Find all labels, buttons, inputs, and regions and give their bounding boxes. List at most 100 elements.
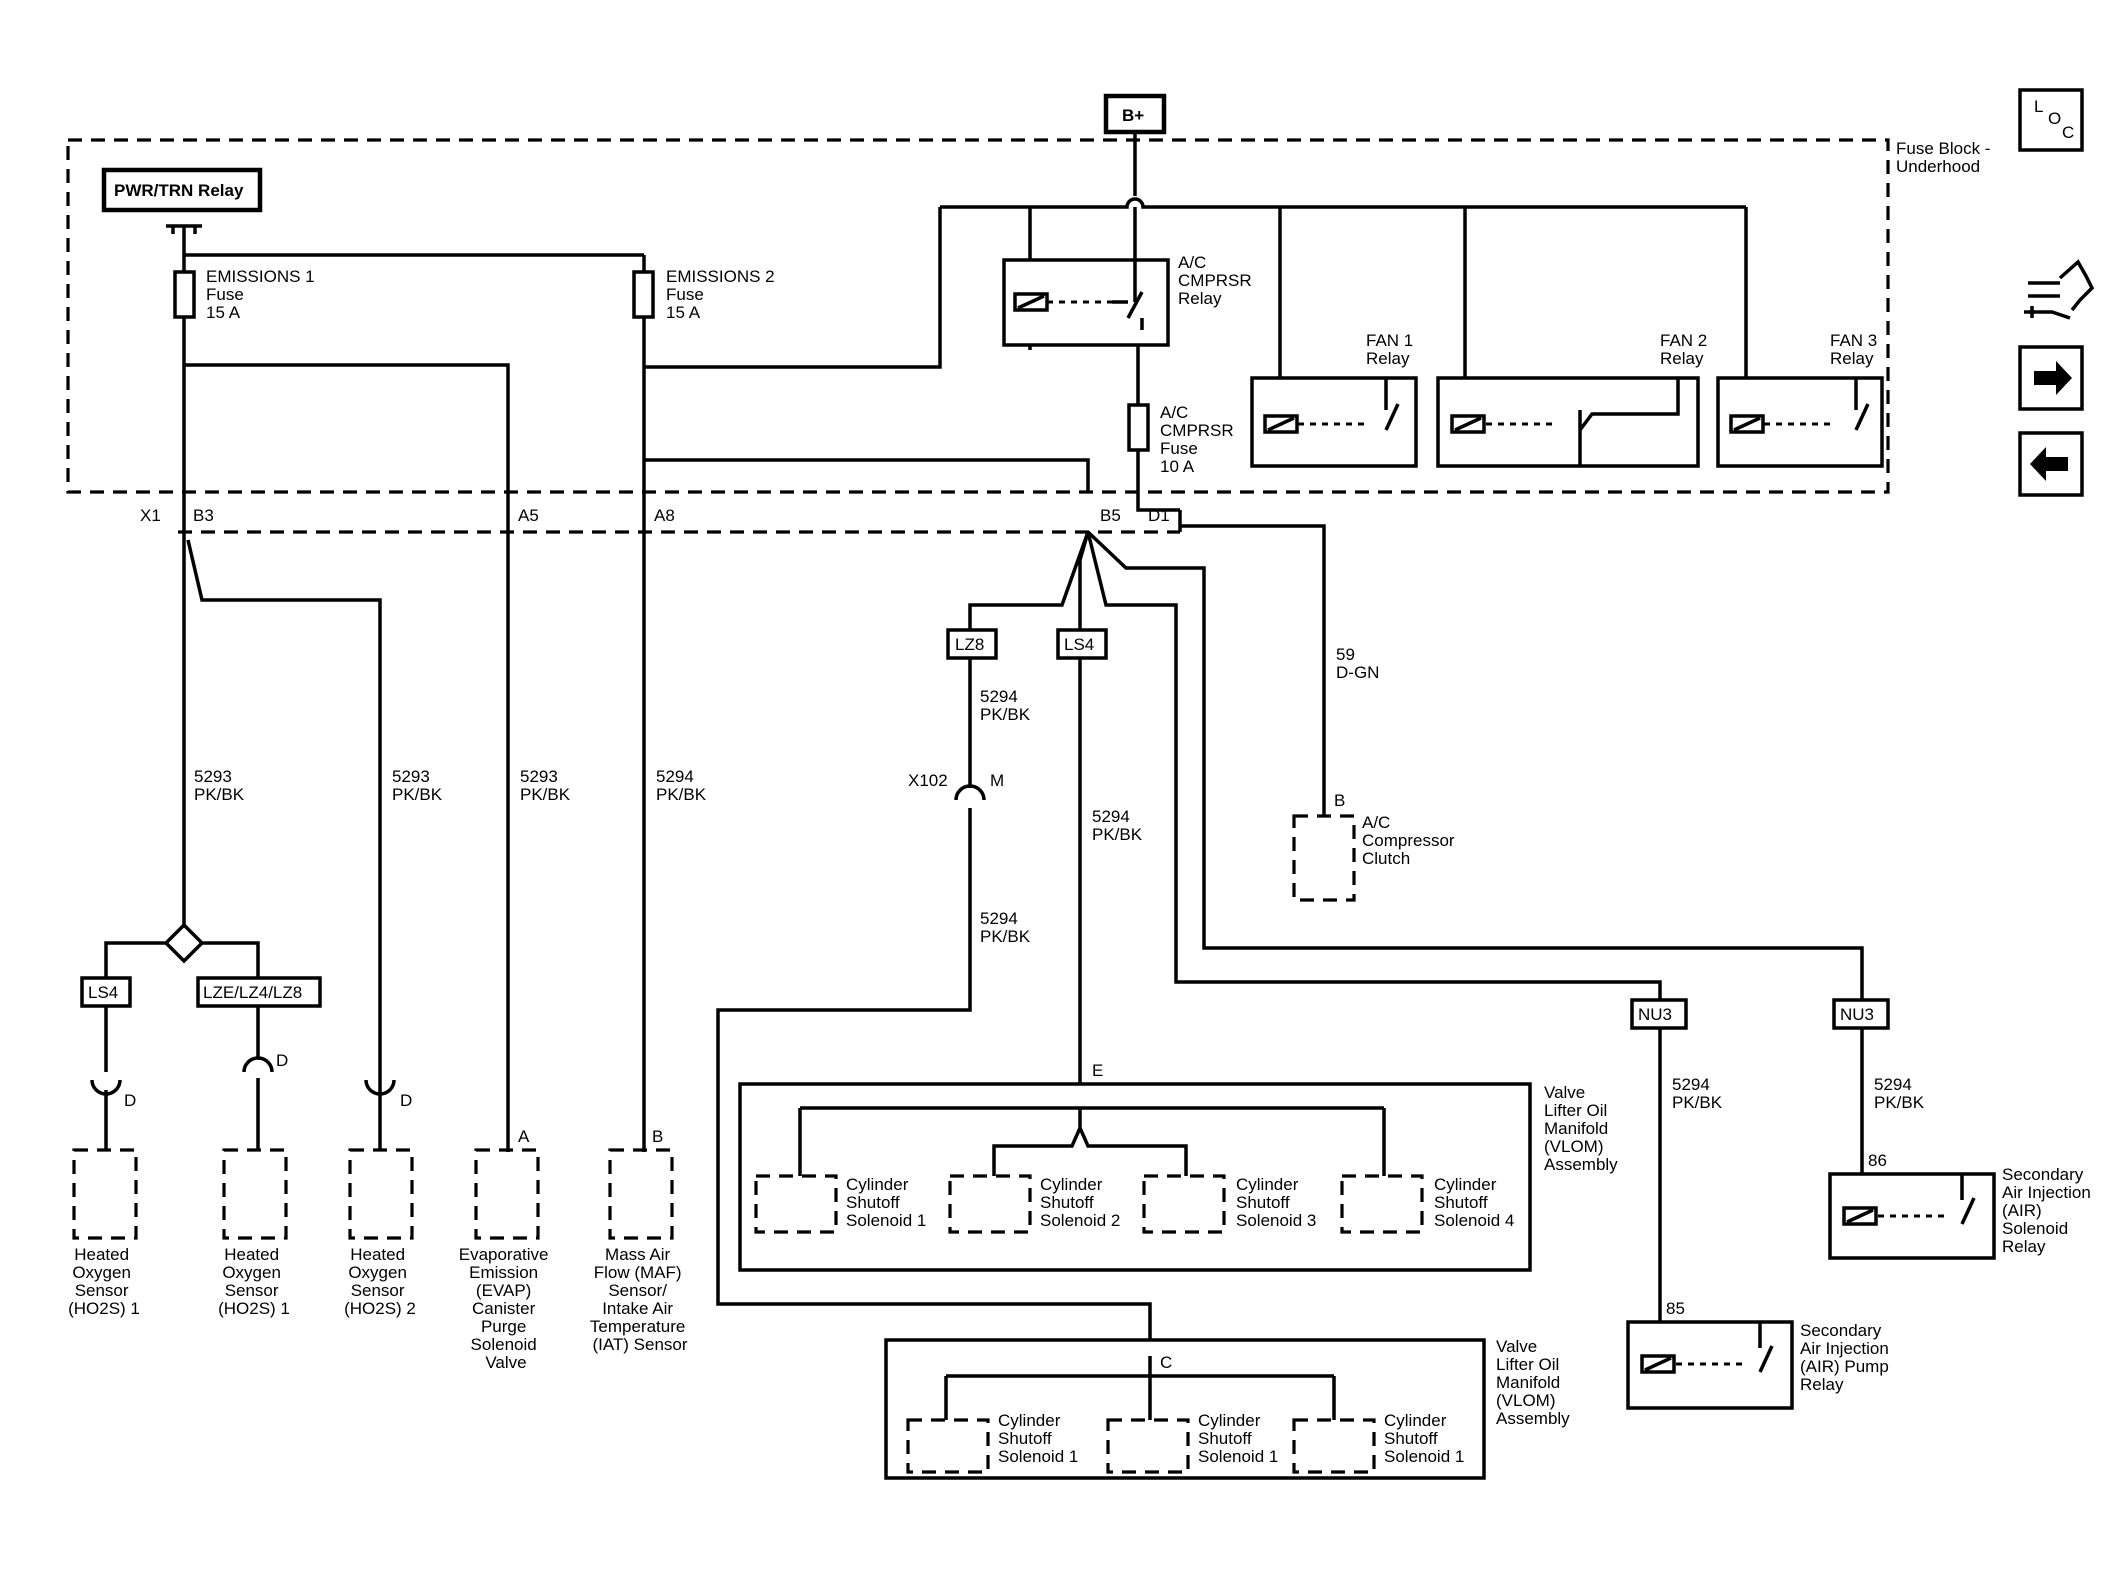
d1-label: D1 (1148, 506, 1170, 525)
ho2s-wires (104, 1006, 382, 1150)
air-pump-relay-label: Secondary Air Injection (AIR) Pump Relay (1800, 1321, 1894, 1394)
b3-wire-ho2s2 (186, 539, 382, 1090)
relay-terminal (166, 224, 202, 255)
vlom-lz8-internal-wires (944, 1356, 1336, 1420)
evap-solenoid (474, 1148, 540, 1240)
fan-relay-feed-wires (1278, 207, 1748, 378)
b5-to-nu3-solenoid-wire (1086, 530, 1864, 1000)
fuse-block-label: Fuse Block - Underhood (1896, 139, 1995, 176)
lz8-option-tag: LZ8 (946, 628, 998, 660)
svg-text:LZE/LZ4/LZ8: LZE/LZ4/LZ8 (203, 983, 302, 1002)
option-split-wires (104, 941, 260, 978)
top-power-bus (940, 197, 1746, 209)
svg-text:LS4: LS4 (1064, 635, 1094, 654)
air-solenoid-relay (1828, 1172, 1996, 1260)
fan-3-relay-label: FAN 3 Relay (1830, 331, 1882, 368)
emissions-2-fuse (632, 270, 655, 319)
fan-3-relay (1716, 376, 1884, 468)
vlom-ls4-internal-wires (798, 1106, 1386, 1176)
ho2s1-lze-connector-d (242, 1056, 274, 1073)
emissions-1-fuse-label: EMISSIONS 1 Fuse 15 A (206, 267, 319, 322)
ho2s1-ls4-label: Heated Oxygen Sensor (HO2S) 1 (68, 1245, 140, 1318)
cylinder-shutoff-solenoid-3 (1142, 1174, 1226, 1234)
vlom-ls4-label: Valve Lifter Oil Manifold (VLOM) Assembl… (1544, 1083, 1618, 1174)
ho2s1-lze-label: Heated Oxygen Sensor (HO2S) 1 (218, 1245, 290, 1318)
emissions-2-fuse-label: EMISSIONS 2 Fuse 15 A (666, 267, 779, 322)
ls4-option-tag-vlom: LS4 (1056, 628, 1108, 660)
fan-1-relay-label: FAN 1 Relay (1366, 331, 1418, 368)
cylinder-shutoff-solenoid-4 (1340, 1174, 1424, 1234)
b5-to-lz8-wire (968, 531, 1090, 630)
fan-1-relay (1250, 376, 1418, 468)
pin-86-label: 86 (1868, 1151, 1887, 1170)
svg-text:NU3: NU3 (1840, 1005, 1874, 1024)
em2-to-bus-wire (644, 207, 942, 369)
location-icon[interactable]: L O C (2018, 88, 2084, 152)
fuse-block-underhood-outline (66, 138, 1890, 494)
svg-text:LS4: LS4 (88, 983, 118, 1002)
evap-feed-wire (184, 363, 510, 1152)
cylinder-shutoff-solenoid-1 (754, 1174, 838, 1234)
nu3-option-tag-pump: NU3 (1630, 998, 1688, 1030)
lze-lz4-lz8-option-tag: LZE/LZ4/LZ8 (196, 976, 322, 1008)
ac-compressor-clutch (1292, 814, 1356, 902)
pin-b-maf: B (652, 1127, 663, 1146)
svg-text:C: C (2062, 123, 2074, 142)
a5-label: A5 (518, 506, 539, 525)
b-plus-terminal: B+ (1103, 93, 1167, 135)
fan-2-relay (1436, 376, 1700, 468)
cylinder-shutoff-solenoid-2 (948, 1174, 1032, 1234)
lz8-cylinder-shutoff-solenoid-a (906, 1418, 990, 1474)
lz8-vlom-wire (716, 658, 1152, 1356)
b5-to-ls4-wire (1078, 531, 1090, 630)
harness-connector-icon[interactable] (2024, 259, 2095, 320)
pin-d-ho2s2: D (400, 1091, 412, 1110)
b3-label: B3 (193, 506, 214, 525)
ac-relay-switch-wire (1133, 207, 1144, 330)
x1-label: X1 (140, 506, 161, 525)
pin-m-label: M (990, 771, 1004, 790)
b5-to-nu3-pump-wire (1086, 531, 1662, 1000)
ac-compressor-fuse (1127, 403, 1150, 452)
svg-text:L: L (2034, 97, 2043, 116)
a8-label: A8 (654, 506, 675, 525)
previous-page-arrow-icon[interactable] (2018, 431, 2084, 497)
vlom-assembly-lz8 (884, 1338, 1486, 1480)
pwr-trn-relay: PWR/TRN Relay (101, 167, 263, 213)
next-page-arrow-icon[interactable] (2018, 345, 2084, 411)
svg-text:NU3: NU3 (1638, 1005, 1672, 1024)
x102-connector (954, 784, 986, 801)
svg-text:B+: B+ (1122, 106, 1144, 125)
svg-text:LZ8: LZ8 (955, 635, 984, 654)
ls4-option-tag: LS4 (80, 976, 132, 1008)
air-solenoid-relay-label: Secondary Air Injection (AIR) Solenoid R… (2002, 1165, 2096, 1256)
evap-label: Evaporative Emission (EVAP) Canister Pur… (459, 1245, 554, 1372)
ac-fuse-wire (1136, 345, 1180, 512)
ac-fuse-label: A/C CMPRSR Fuse 10 A (1160, 403, 1238, 476)
ho2s1-ls4-sensor (72, 1148, 138, 1240)
maf-iat-sensor (608, 1148, 674, 1240)
svg-text:O: O (2048, 109, 2061, 128)
ac-compressor-relay (1002, 258, 1170, 347)
maf-label: Mass Air Flow (MAF) Sensor/ Intake Air T… (590, 1245, 690, 1354)
vlom-lz8-label: Valve Lifter Oil Manifold (VLOM) Assembl… (1496, 1337, 1570, 1428)
b5-label: B5 (1100, 506, 1121, 525)
ac-relay-label: A/C CMPRSR Relay (1178, 253, 1256, 308)
lz8-cylinder-shutoff-solenoid-b (1106, 1418, 1190, 1474)
ac-clutch-label: A/C Compressor Clutch (1362, 813, 1459, 868)
x102-label: X102 (908, 771, 948, 790)
